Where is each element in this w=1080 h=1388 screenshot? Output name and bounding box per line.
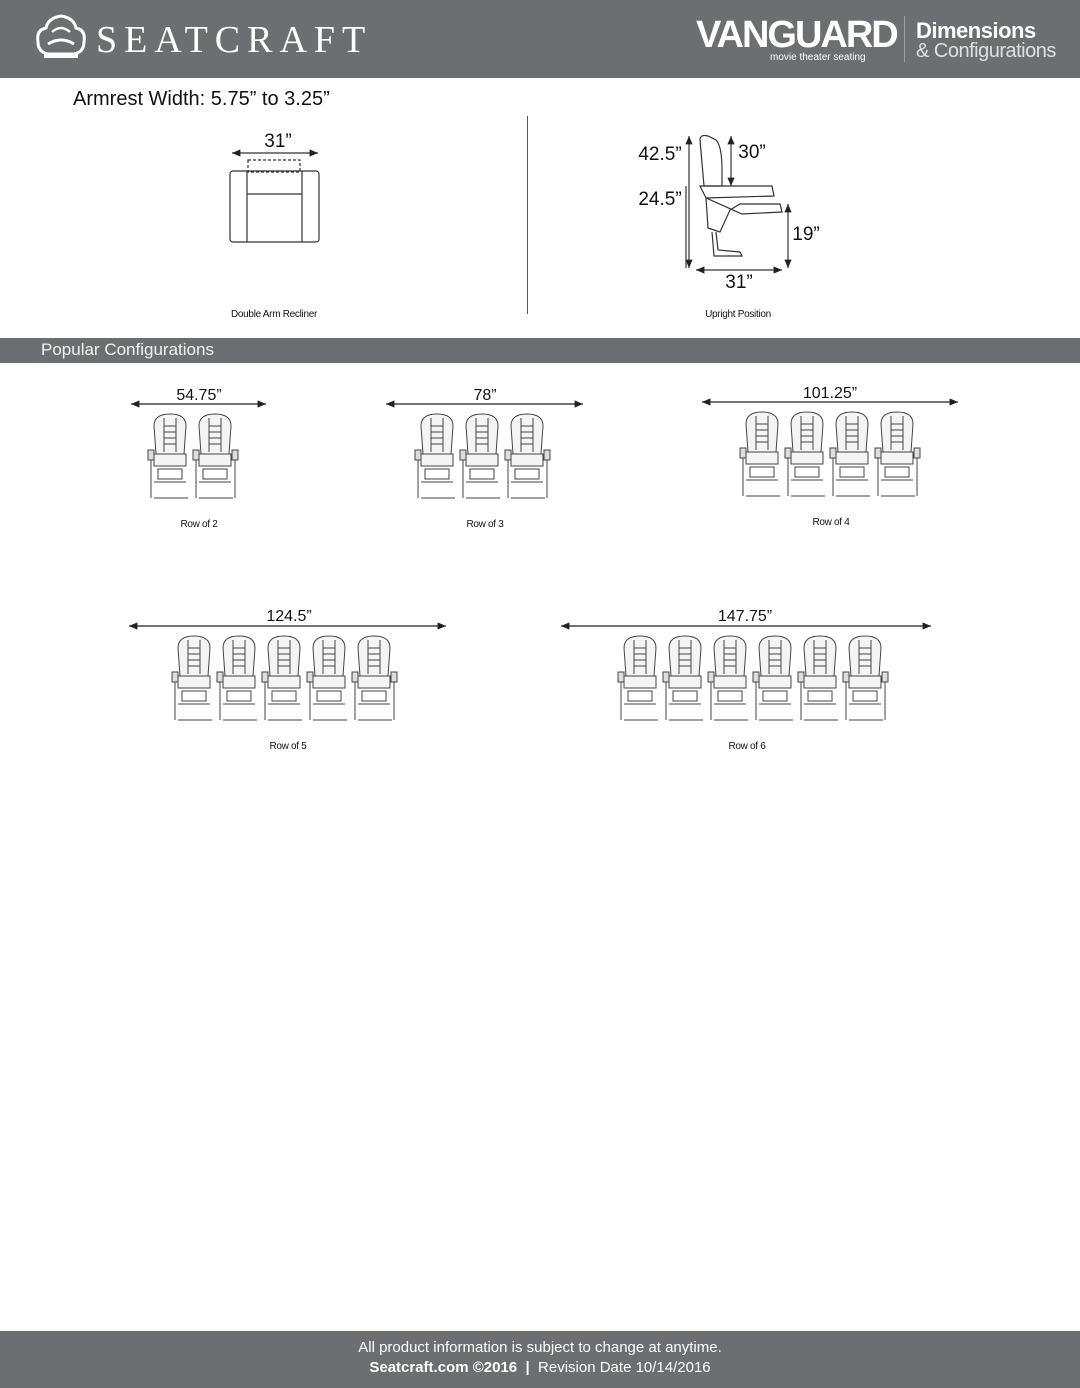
seat-row-3 — [386, 400, 583, 499]
end-armrest — [913, 447, 921, 459]
seat — [617, 635, 658, 721]
seat — [192, 413, 233, 499]
end-armrest — [231, 449, 239, 461]
footer-site: Seatcraft.com ©2016 — [369, 1359, 518, 1376]
footer-separator: | — [525, 1359, 530, 1376]
config-width-label: 54.75” — [176, 387, 222, 404]
document-title: Dimensions — [916, 18, 1036, 43]
back-height-label: 30” — [738, 142, 766, 163]
seat — [504, 413, 545, 499]
seat — [662, 635, 703, 721]
seat — [414, 413, 455, 499]
seat-height-label: 24.5” — [638, 189, 682, 210]
footer-revision: Revision Date 10/14/2016 — [538, 1359, 711, 1376]
product-name: VANGUARD — [696, 14, 899, 56]
seat — [306, 635, 347, 721]
seat-row-4 — [702, 398, 958, 497]
header-divider — [904, 16, 905, 62]
section-title: Popular Configurations — [41, 340, 214, 359]
config-caption: Row of 3 — [466, 519, 504, 530]
seat — [739, 411, 780, 497]
seat — [784, 411, 825, 497]
config-caption: Row of 2 — [180, 519, 218, 530]
seat-row-5 — [129, 622, 446, 721]
seat — [459, 413, 500, 499]
footer-notice: All product information is subject to ch… — [358, 1339, 722, 1356]
config-caption: Row of 6 — [728, 741, 766, 752]
end-armrest — [881, 671, 889, 683]
document-subtitle: & Configurations — [916, 40, 1056, 62]
seat — [171, 635, 212, 721]
end-armrest — [543, 449, 551, 461]
config-width-label: 78” — [473, 387, 497, 404]
seat — [147, 413, 188, 499]
product-tagline: movie theater seating — [770, 52, 866, 63]
seat-row-2 — [131, 400, 266, 499]
footer-bar — [0, 1331, 1080, 1388]
vertical-divider — [527, 116, 528, 314]
config-width-label: 147.75” — [717, 608, 773, 625]
dimension-drawings — [229, 134, 792, 274]
seat — [261, 635, 302, 721]
seat-row-6 — [561, 622, 931, 721]
config-caption: Row of 4 — [812, 517, 850, 528]
configuration-drawings — [129, 398, 958, 721]
seat — [842, 635, 883, 721]
config-caption: Row of 5 — [269, 741, 307, 752]
header-bar — [0, 0, 1080, 78]
brand-name: SEATCRAFT — [96, 19, 373, 61]
seatcraft-logo-icon — [36, 14, 86, 58]
top-view-width-label: 31” — [264, 131, 292, 152]
seat — [216, 635, 257, 721]
side-view-drawing — [685, 134, 792, 274]
seat — [797, 635, 838, 721]
seat — [351, 635, 392, 721]
seat — [874, 411, 915, 497]
overall-height-label: 42.5” — [638, 144, 682, 165]
footrest-height-label: 19” — [792, 224, 820, 245]
footer-info: Seatcraft.com ©2016 | Revision Date 10/1… — [0, 1359, 1080, 1376]
config-width-label: 101.25” — [802, 385, 858, 402]
end-armrest — [390, 671, 398, 683]
side-view-caption: Upright Position — [705, 309, 771, 320]
seat — [707, 635, 748, 721]
armrest-width-note: Armrest Width: 5.75” to 3.25” — [73, 88, 330, 110]
top-view-drawing — [229, 149, 320, 243]
depth-label: 31” — [725, 272, 753, 293]
config-width-label: 124.5” — [266, 608, 312, 625]
seat — [752, 635, 793, 721]
seat — [829, 411, 870, 497]
top-view-caption: Double Arm Recliner — [230, 309, 318, 320]
section-bar — [0, 338, 1080, 363]
